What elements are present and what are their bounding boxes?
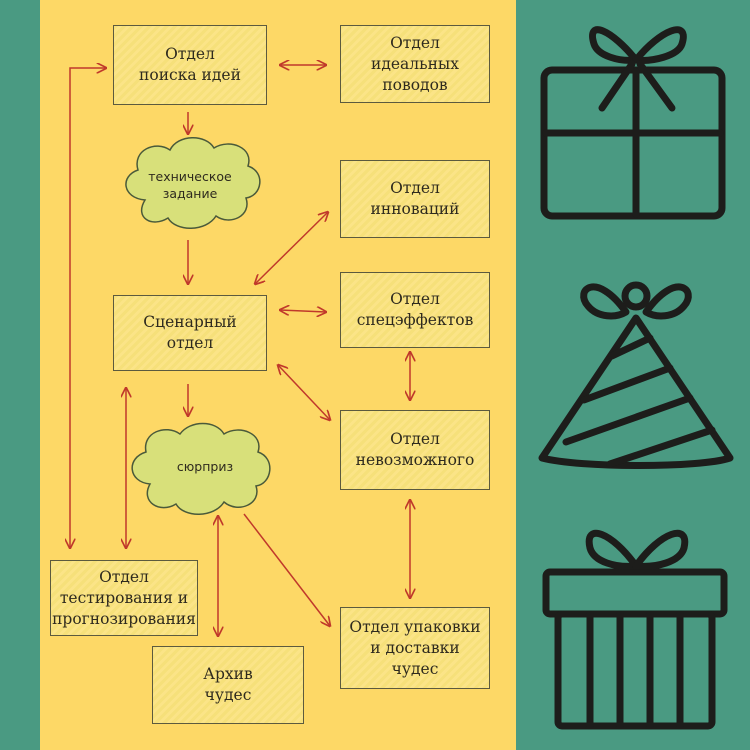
gift-box-icon xyxy=(540,26,726,220)
node-innovations: Отдел инноваций xyxy=(340,160,490,238)
arrow-screenplay-innovations xyxy=(255,212,328,284)
node-impossible: Отдел невозможного xyxy=(340,410,490,490)
party-hat-icon xyxy=(538,281,734,469)
arrow-screenplay-impossible xyxy=(278,365,330,420)
node-testing: Отдел тестирования и прогнозирования xyxy=(50,560,198,636)
striped-gift-icon xyxy=(542,529,728,730)
node-packaging: Отдел упаковки и доставки чудес xyxy=(340,607,490,689)
node-idea-search: Отдел поиска идей xyxy=(113,25,267,105)
surprise-label: сюрприз xyxy=(176,459,234,474)
node-archive: Архив чудес xyxy=(152,646,304,724)
arrow-screenplay-effects xyxy=(280,310,326,312)
node-special-effects: Отдел спецэффектов xyxy=(340,272,490,348)
arrow-testing-ideas xyxy=(70,68,106,548)
arrow-surprise-packaging xyxy=(243,513,330,626)
tech-spec-label: техническое задание xyxy=(148,169,232,201)
node-screenplay: Сценарный отдел xyxy=(113,295,267,371)
node-ideal-occasions: Отдел идеальных поводов xyxy=(340,25,490,103)
